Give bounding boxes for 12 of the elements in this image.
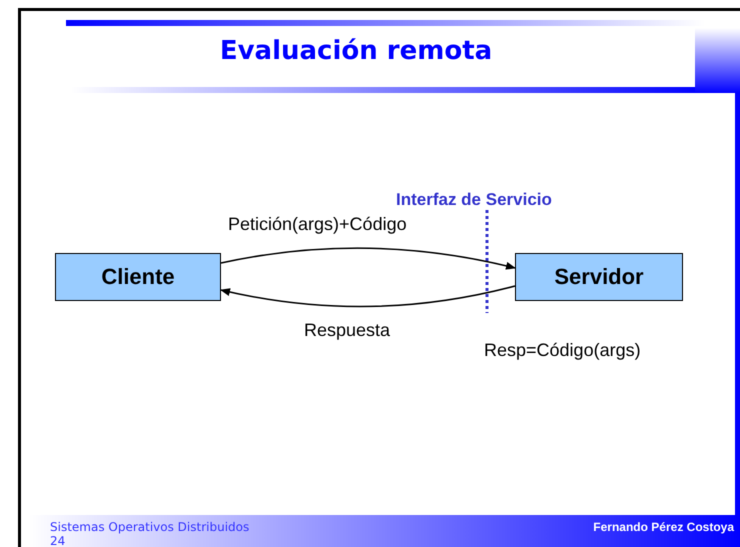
note-text: Resp=Código(args)	[484, 340, 641, 361]
process-box: Servidor	[515, 253, 683, 301]
slide-title: Evaluación remota	[218, 36, 494, 66]
interface-label: Interfaz de Servicio	[396, 190, 552, 210]
footer-text: Sistemas Operativos Distribuidos	[50, 520, 250, 534]
curved-arrow	[220, 285, 516, 308]
footer-text: Fernando Pérez Costoya	[593, 520, 734, 534]
edge-label: Petición(args)+Código	[228, 214, 407, 235]
page-number: 24	[50, 534, 66, 547]
curved-arrow	[220, 248, 516, 270]
process-box: Cliente	[55, 253, 221, 301]
edge-label: Respuesta	[304, 320, 390, 341]
